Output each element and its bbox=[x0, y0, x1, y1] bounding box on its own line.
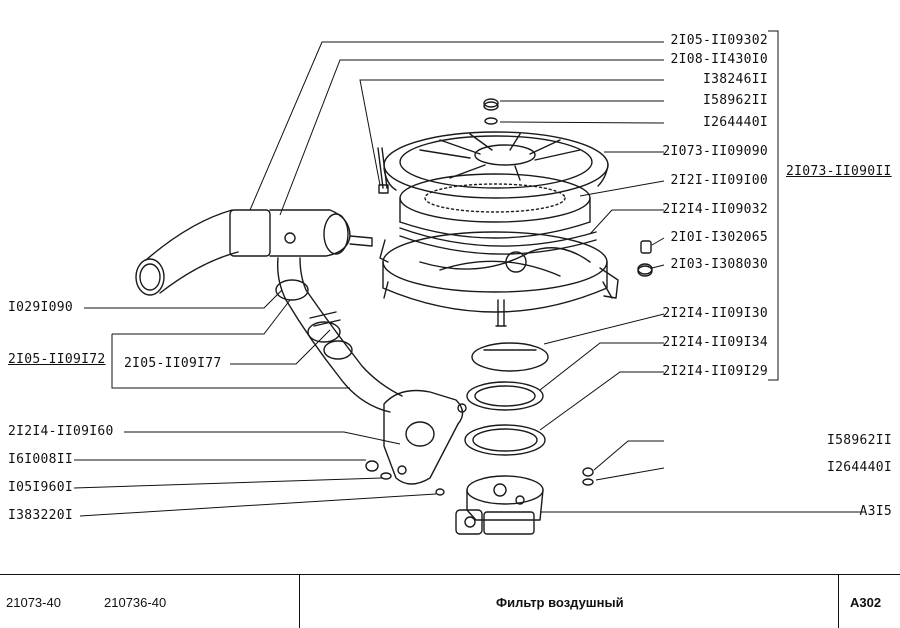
filter-gasket bbox=[399, 227, 597, 255]
carb-nut-washer bbox=[582, 467, 594, 486]
callout-label: 2I05-II09I77 bbox=[124, 356, 222, 371]
callout-label: I58962II bbox=[826, 433, 892, 448]
callout-label: A3I5 bbox=[859, 504, 892, 519]
model-code-1: 21073-40 bbox=[6, 595, 61, 610]
title-cell: Фильтр воздушный bbox=[300, 575, 839, 628]
flange-nut-washer bbox=[365, 460, 445, 496]
top-nut-washer bbox=[483, 98, 499, 125]
callout-label: 2I05-II09302 bbox=[670, 33, 768, 48]
filter-housing bbox=[379, 231, 619, 327]
model-cell: 21073-40 210736-40 bbox=[0, 575, 300, 628]
callout-label: 2I2I4-II09I30 bbox=[662, 306, 768, 321]
gasket-middle bbox=[466, 381, 544, 411]
model-code-2: 210736-40 bbox=[104, 595, 167, 610]
callout-label: 2I2I4-II09032 bbox=[662, 202, 768, 217]
gasket-lower bbox=[464, 424, 546, 456]
callout-label: 2I08-II430I0 bbox=[670, 52, 768, 67]
gasket-upper bbox=[471, 342, 549, 372]
title-block: 21073-40 210736-40 Фильтр воздушный А302 bbox=[0, 574, 900, 628]
callout-label: 2I0I-I302065 bbox=[670, 230, 768, 245]
callout-label: I029I090 bbox=[8, 300, 74, 315]
filter-cover bbox=[383, 131, 609, 199]
drawing-title: Фильтр воздушный bbox=[496, 595, 624, 610]
assembly-label: 2I073-II090II bbox=[786, 164, 892, 179]
callout-label: 2I2I-II09I00 bbox=[670, 173, 768, 188]
callout-label: 2I2I4-II09I60 bbox=[8, 424, 114, 439]
callout-label: 2I2I4-II09I29 bbox=[662, 364, 768, 379]
callout-label: 2I05-II09I72 bbox=[8, 352, 106, 367]
carburetor bbox=[455, 475, 544, 535]
callout-label: I58962II bbox=[702, 93, 768, 108]
drawing-code: А302 bbox=[850, 595, 882, 610]
code-cell: А302 bbox=[840, 575, 900, 628]
callout-label: I6I008II bbox=[8, 452, 74, 467]
intake-snorkel bbox=[135, 209, 373, 296]
duct-flange bbox=[383, 389, 467, 485]
callout-label: I05I960I bbox=[8, 480, 74, 495]
callout-label: I264440I bbox=[826, 460, 892, 475]
callout-label: I264440I bbox=[702, 115, 768, 130]
right-nut-washer bbox=[637, 240, 653, 277]
stud-bolt bbox=[377, 147, 389, 194]
filter-element bbox=[399, 173, 591, 239]
callout-label: I38246II bbox=[702, 72, 768, 87]
callout-label: 2I073-II09090 bbox=[662, 144, 768, 159]
air-filter-exploded-drawing bbox=[73, 30, 862, 535]
callout-label: 2I03-I308030 bbox=[670, 257, 768, 272]
callout-label: 2I2I4-II09I34 bbox=[662, 335, 768, 350]
callout-label: I383220I bbox=[8, 508, 74, 523]
air-duct-hose bbox=[275, 257, 403, 413]
